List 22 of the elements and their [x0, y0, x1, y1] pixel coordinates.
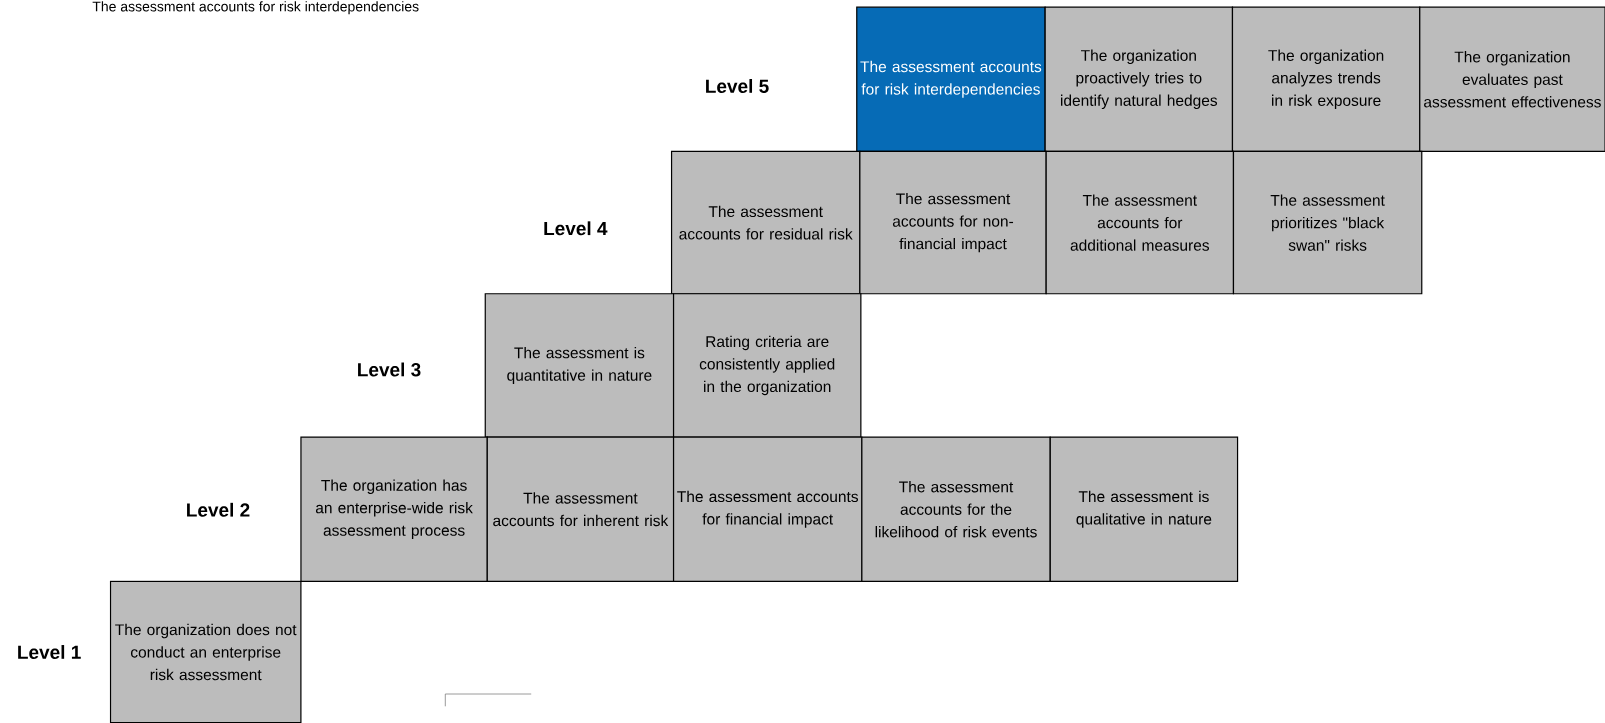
assessment-cell: The assessment prioritizes "black swan" risks — [1232, 150, 1423, 295]
assessment-cell: The assessment accounts for non-financial impact — [859, 150, 1047, 295]
assessment-cell: The assessment accounts for risk interdependencies — [856, 6, 1046, 153]
assessment-cell: The organization evaluates past assessment effectiveness — [1419, 6, 1605, 153]
assessment-cell: The assessment accounts for the likelihood of risk events — [861, 436, 1051, 582]
level-label: Level 4 — [544, 221, 608, 236]
assessment-cell: The assessment accounts for inherent risk — [486, 436, 675, 582]
assessment-cell: The organization analyzes trends in risk exposure — [1231, 6, 1421, 153]
assessment-cell: The organization proactively tries to identify natural hedges — [1044, 6, 1234, 153]
assessment-cell: The assessment accounts for residual risk — [670, 150, 861, 295]
assessment-cell: The assessment is qualitative in nature — [1049, 436, 1239, 582]
level-label: Level 5 — [706, 79, 769, 93]
assessment-cell: The organization does not conduct an enterprise risk assessment — [109, 580, 302, 723]
assessment-cell: The assessment accounts for financial impact — [672, 436, 863, 582]
level-label: Level 3 — [358, 362, 421, 377]
assessment-cell: The organization has an enterprise-wide risk assessment process — [300, 436, 488, 582]
assessment-cell: The assessment accounts for additional measures — [1045, 150, 1235, 295]
level-label: Level 1 — [18, 645, 81, 659]
level-label: Level 2 — [187, 502, 250, 517]
assessment-cell: The assessment is quantitative in nature — [484, 293, 675, 438]
caption-text: The assessment accounts for risk interdependencies — [92, 1, 419, 15]
assessment-cell: Rating criteria are consistently applied in the organization — [672, 293, 862, 438]
